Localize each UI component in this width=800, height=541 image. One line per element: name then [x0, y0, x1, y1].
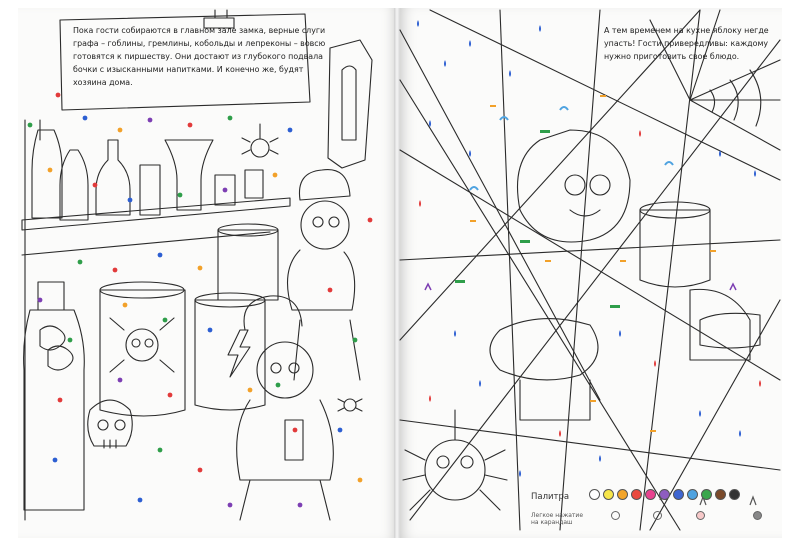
- book-spine: [394, 8, 400, 538]
- palette-swatch: [603, 489, 614, 500]
- palette-swatch: [659, 489, 670, 500]
- palette-swatch: [589, 489, 600, 500]
- chef-goblin: [300, 200, 350, 250]
- left-page-text: Пока гости собираются в главном зале зам…: [73, 24, 326, 89]
- frying-pan: [489, 318, 599, 381]
- ghost-chef: [517, 129, 631, 243]
- right-page-text: А тем временем на кухне яблоку негде упа…: [604, 24, 774, 63]
- lightning-jar: [194, 299, 266, 411]
- chef-hat: [243, 295, 303, 331]
- light-press-swatch: [653, 511, 662, 520]
- color-dots-left: [27, 92, 373, 508]
- spider: [250, 138, 270, 158]
- palette-title: Палитра: [531, 492, 570, 502]
- palette-swatch: [701, 489, 712, 500]
- skull: [87, 399, 133, 447]
- right-paragraph: А тем временем на кухне яблоку негде упа…: [604, 26, 769, 61]
- light-press-swatch: [611, 511, 620, 520]
- light-press-swatch: [753, 511, 762, 520]
- palette-swatches: [589, 489, 740, 500]
- palette-swatch: [645, 489, 656, 500]
- palette-swatch: [687, 489, 698, 500]
- coffin: [327, 39, 373, 169]
- cooking-pot: [639, 209, 711, 288]
- palette-swatch: [673, 489, 684, 500]
- palette-swatch: [715, 489, 726, 500]
- palette-swatch: [729, 489, 740, 500]
- left-paragraph: Пока гости собираются в главном зале зам…: [73, 26, 326, 87]
- skull-jar: [99, 289, 186, 417]
- color-marks-right: [417, 20, 761, 506]
- large-jar: [23, 309, 85, 511]
- big-spider: [424, 439, 486, 501]
- right-page: [398, 8, 782, 538]
- palette-swatch: [617, 489, 628, 500]
- palette-note: Легкое нажатие на карандаш: [531, 512, 584, 526]
- light-press-swatch: [696, 511, 705, 520]
- text-banner: [59, 13, 311, 111]
- palette-swatch: [631, 489, 642, 500]
- color-palette: Палитра Легкое нажатие на карандаш: [531, 487, 771, 527]
- potion-bottle: [31, 129, 63, 219]
- spider-web: [649, 9, 781, 151]
